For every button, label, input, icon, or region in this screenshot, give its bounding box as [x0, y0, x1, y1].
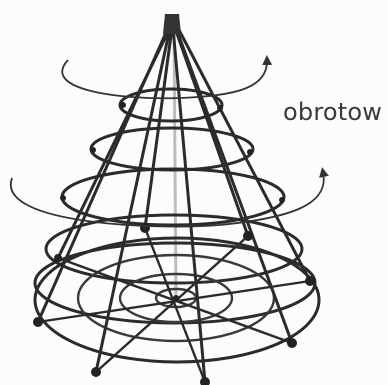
rotation-label: obrotow [283, 98, 388, 126]
joint-10 [217, 105, 223, 111]
joint-14 [279, 197, 285, 203]
joint-6 [243, 231, 253, 241]
apex-cap [163, 14, 181, 34]
joint-13 [60, 195, 66, 201]
joint-12 [247, 149, 253, 155]
joint-11 [90, 147, 96, 153]
joint-2 [91, 367, 101, 377]
ring-3 [62, 169, 284, 225]
rib-3 [173, 28, 205, 382]
joint-centre [173, 295, 179, 301]
spoke-2 [96, 236, 248, 372]
joint-7 [140, 223, 150, 233]
rib-6 [175, 28, 248, 236]
joint-5 [305, 276, 315, 286]
joint-9 [120, 102, 126, 108]
joint-3 [200, 377, 210, 385]
joint-8 [54, 254, 62, 262]
joint-4 [287, 338, 297, 348]
joint-1 [33, 317, 43, 327]
